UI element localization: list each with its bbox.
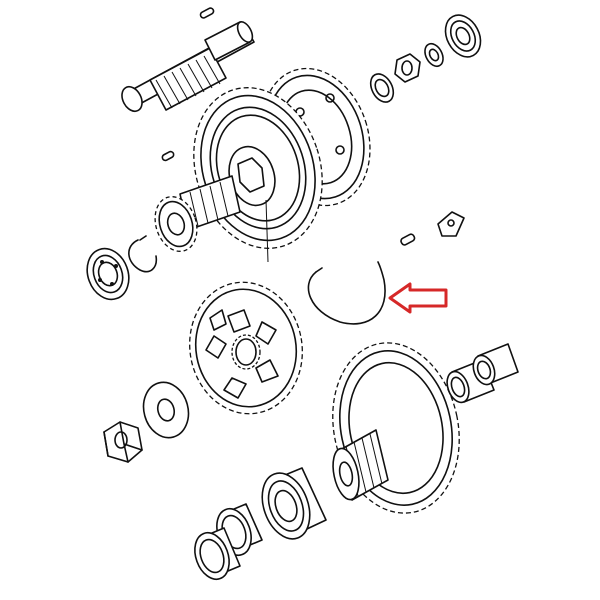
dowel-pin [161,150,175,162]
ball-bearing [261,467,327,540]
mainshaft [121,21,255,113]
needle-bearing [472,343,519,386]
large-gear [332,342,460,514]
ball-bearing [444,14,482,58]
thrust-washer [369,73,395,103]
hex-nut [103,421,143,463]
bearing-race [194,527,241,581]
highlight-arrow [388,282,448,314]
flat-washer [142,381,190,439]
ball-bearing [86,247,130,301]
locking-tab [437,211,465,237]
drive-sprocket [189,281,303,415]
drive-sprocket [154,196,198,252]
dowel-pin [400,233,416,246]
wire-ring [307,261,386,325]
dowel-pin [199,7,215,19]
hex-nut [394,53,421,83]
circlip [128,235,158,273]
thrust-washer [424,42,444,68]
